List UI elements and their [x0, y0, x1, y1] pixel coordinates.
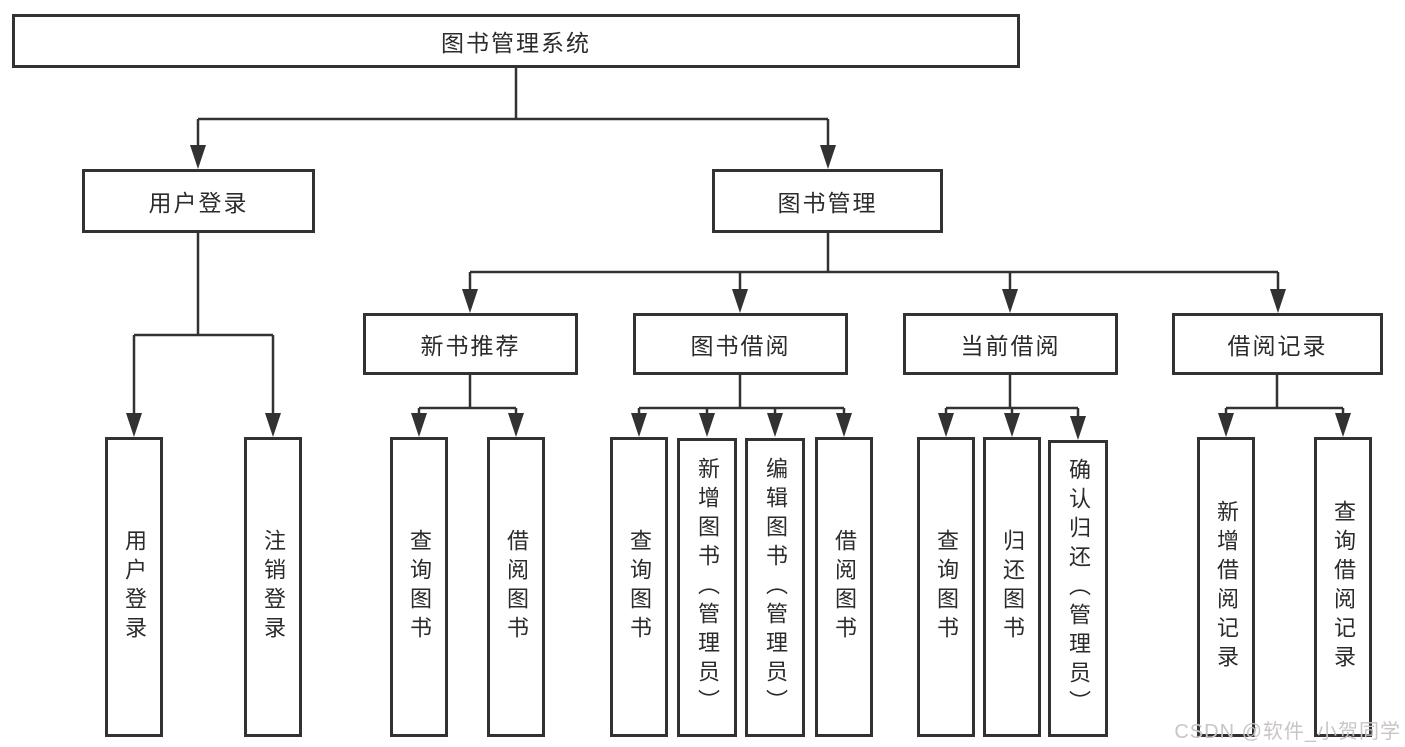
node-root-label: 图书管理系统	[441, 30, 591, 56]
leaf-query-books-borrow-label: 查询图书	[627, 529, 652, 645]
node-user-login: 用户登录	[82, 169, 315, 233]
leaf-query-books-current: 查询图书	[917, 437, 975, 737]
leaf-logout: 注销登录	[244, 437, 302, 737]
node-book-management-label: 图书管理	[777, 190, 878, 216]
leaf-query-books-recommend-label: 查询图书	[407, 529, 432, 645]
watermark: CSDN @软件_小贺同学	[1174, 721, 1401, 743]
leaf-query-borrow-record: 查询借阅记录	[1314, 437, 1372, 737]
leaf-borrow-books-recommend-label: 借阅图书	[504, 529, 529, 645]
leaf-add-book-admin-label: 新增图书（管理员）	[695, 457, 720, 718]
leaf-borrow-books: 借阅图书	[815, 437, 873, 737]
node-new-book-recommend: 新书推荐	[363, 313, 578, 375]
node-current-borrow-label: 当前借阅	[960, 333, 1061, 359]
leaf-confirm-return-admin: 确认归还（管理员）	[1048, 440, 1108, 737]
leaf-edit-book-admin-label: 编辑图书（管理员）	[763, 457, 788, 718]
leaf-confirm-return-admin-label: 确认归还（管理员）	[1066, 458, 1091, 719]
leaf-add-book-admin: 新增图书（管理员）	[677, 438, 737, 737]
leaf-borrow-books-label: 借阅图书	[832, 529, 857, 645]
node-book-borrow: 图书借阅	[633, 313, 848, 375]
node-book-management: 图书管理	[712, 169, 943, 233]
node-root: 图书管理系统	[12, 14, 1020, 68]
leaf-query-books-recommend: 查询图书	[390, 437, 448, 737]
arrowheads	[126, 145, 1351, 440]
leaf-return-book: 归还图书	[983, 437, 1041, 737]
leaf-query-borrow-record-label: 查询借阅记录	[1331, 500, 1356, 674]
leaf-borrow-books-recommend: 借阅图书	[487, 437, 545, 737]
leaf-edit-book-admin: 编辑图书（管理员）	[745, 438, 805, 737]
leaf-query-books-current-label: 查询图书	[934, 529, 959, 645]
leaf-add-borrow-record-label: 新增借阅记录	[1214, 500, 1239, 674]
leaf-query-books-borrow: 查询图书	[610, 437, 668, 737]
node-borrow-records: 借阅记录	[1172, 313, 1383, 375]
leaf-add-borrow-record: 新增借阅记录	[1197, 437, 1255, 737]
leaf-logout-label: 注销登录	[261, 529, 286, 645]
node-book-borrow-label: 图书借阅	[690, 333, 791, 359]
node-new-book-recommend-label: 新书推荐	[420, 333, 521, 359]
leaf-user-login: 用户登录	[105, 437, 163, 737]
leaf-return-book-label: 归还图书	[1000, 529, 1025, 645]
leaf-user-login-label: 用户登录	[122, 529, 147, 645]
node-borrow-records-label: 借阅记录	[1227, 333, 1328, 359]
node-current-borrow: 当前借阅	[903, 313, 1118, 375]
node-user-login-label: 用户登录	[148, 190, 249, 216]
